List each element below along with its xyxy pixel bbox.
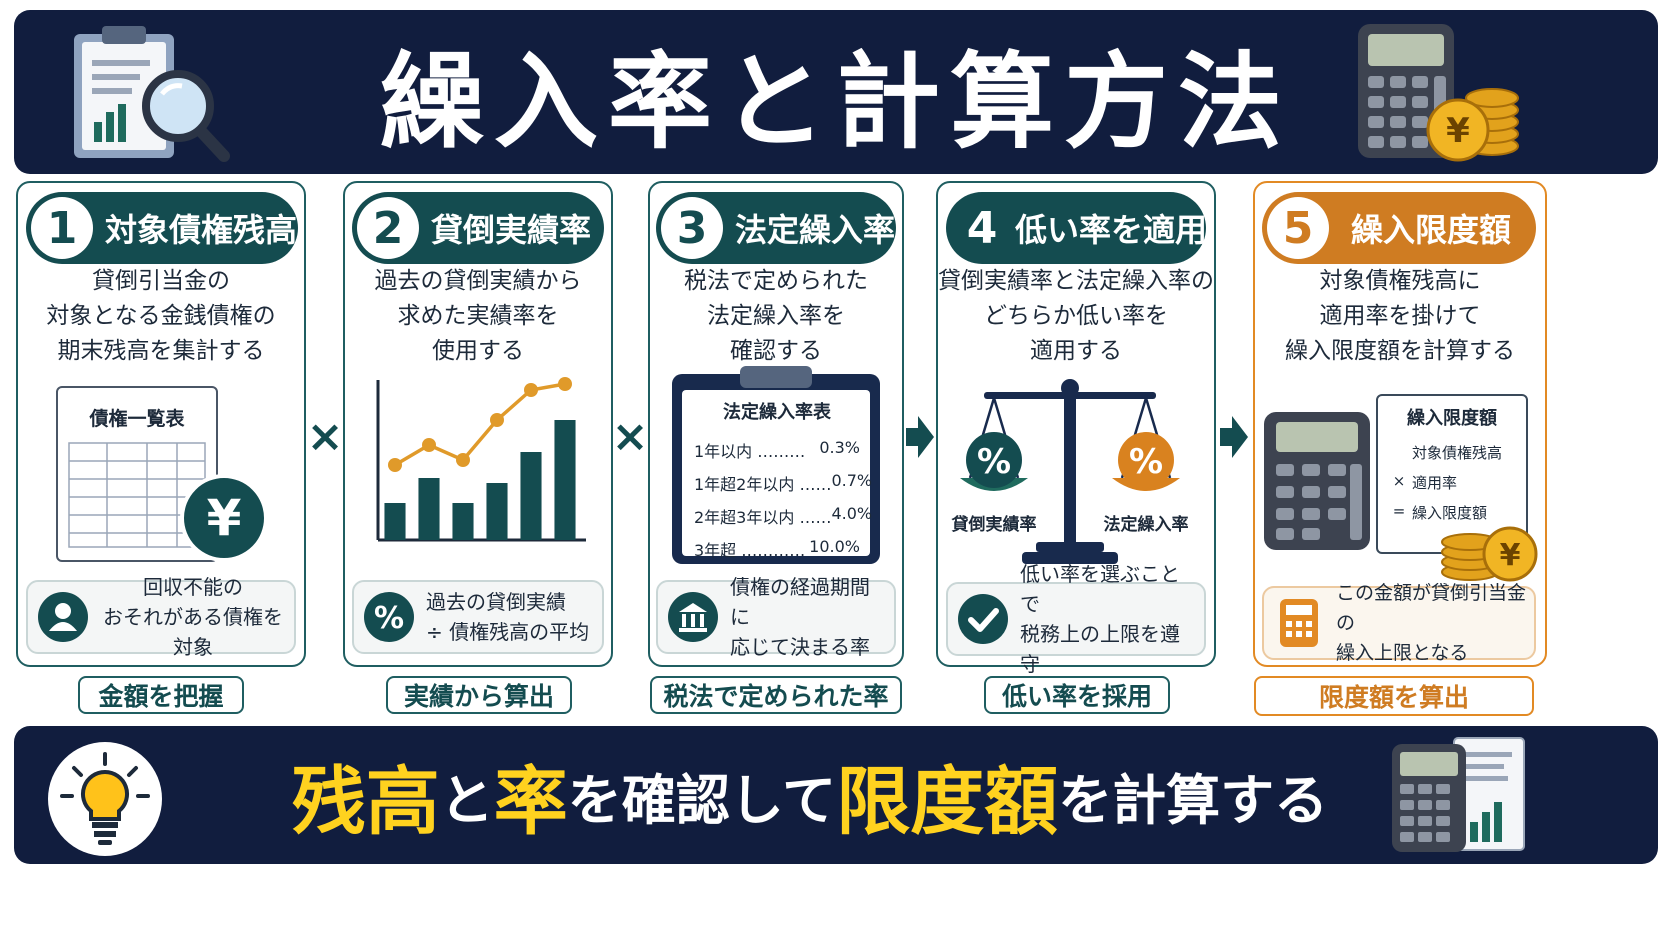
calculator-icon: [1264, 412, 1370, 550]
balance-scale-illustration: % %: [960, 379, 1180, 564]
step-pill-1: 1 対象債権残高: [26, 192, 298, 264]
summary-word: を確認して: [567, 768, 837, 832]
svg-text:%: %: [374, 601, 404, 636]
step-tag-3: 税法で定められた率: [650, 676, 902, 714]
lightbulb-icon: [48, 742, 162, 856]
chart-bar: [384, 503, 406, 540]
svg-text:¥: ¥: [1500, 538, 1521, 573]
step-note-3: 債権の経過期間に応じて決まる率: [656, 575, 896, 659]
step-tag-4: 低い率を採用: [984, 676, 1170, 714]
page-title: 繰入率と計算方法: [379, 40, 1292, 163]
arrow-right-icon: [1220, 416, 1248, 458]
step-tag-5: 限度額を算出: [1254, 676, 1534, 716]
step-desc-4: 貸倒実績率と法定繰入率のどちらか低い率を適用する: [938, 268, 1214, 364]
scale-label-right: 法定繰入率: [1098, 510, 1194, 535]
summary-highlight: 限度額: [836, 758, 1059, 845]
rate-row: 1年以内 ………0.3%: [694, 438, 860, 461]
rate-table: 法定繰入率表 1年以内 ………0.3% 1年超2年以内 ……0.7% 2年超3年…: [682, 390, 873, 560]
percent-symbol-left: %: [977, 442, 1011, 482]
summary-highlight: 残高: [291, 758, 440, 845]
yen-symbol: ¥: [1446, 111, 1470, 151]
summary-highlight: 率: [493, 758, 568, 845]
rate-row: 1年超2年以内 ……0.7%: [694, 471, 873, 494]
chart-point: [524, 383, 538, 397]
step-number-1: 1: [31, 197, 93, 259]
chart-point: [422, 438, 436, 452]
loss-history-chart: [376, 377, 586, 542]
step-label-5: 繰入限度額: [1351, 211, 1512, 249]
step-number-2: 2: [357, 197, 419, 259]
limit-doc-row: ×適用率: [1392, 472, 1458, 492]
step-number-3: 3: [661, 197, 723, 259]
limit-calc-doc: 繰入限度額 対象債権残高 ×適用率 =繰入限度額: [1376, 394, 1528, 554]
calculator-report-icon: [1392, 737, 1525, 852]
summary-banner: [14, 726, 1658, 864]
arrow-right-icon: [906, 416, 934, 458]
step-number-4: 4: [966, 202, 998, 254]
clipboard-magnifier-icon: [74, 26, 230, 162]
person-icon: [36, 590, 90, 644]
step-desc-5: 対象債権残高に適用率を掛けて繰入限度額を計算する: [1285, 268, 1515, 364]
step-note-5: この金額が貸倒引当金の繰入上限となる: [1262, 582, 1536, 664]
percent-symbol-right: %: [1129, 442, 1163, 482]
chart-bar: [418, 478, 440, 540]
bank-building-icon: [666, 590, 720, 644]
summary-text: 残高と率を確認して限度額を計算する: [220, 733, 1400, 857]
calculator-coins-icon: ¥: [1358, 24, 1519, 162]
check-icon: [956, 592, 1010, 646]
percent-icon: %: [362, 590, 416, 644]
limit-doc-row: 対象債権残高: [1412, 444, 1503, 462]
summary-word: を計算する: [1058, 768, 1329, 832]
step-label-4: 低い率を適用: [1015, 211, 1208, 249]
step-number-5: 5: [1267, 197, 1329, 259]
step-pill-5: 5 繰入限度額: [1262, 192, 1536, 264]
step-label-3: 法定繰入率: [735, 211, 896, 249]
step-desc-1: 貸倒引当金の対象となる金銭債権の期末残高を集計する: [46, 268, 276, 364]
list-grid: [68, 442, 206, 548]
chart-bar: [554, 420, 576, 540]
calculator-small-icon: [1272, 596, 1326, 650]
step-label-2: 貸倒実績率: [431, 211, 592, 249]
clipboard-clip: [740, 366, 812, 388]
step-desc-2: 過去の貸倒実績から求めた実績率を使用する: [374, 268, 582, 364]
multiply-operator-2: ×: [611, 410, 649, 462]
scale-label-left: 貸倒実績率: [946, 510, 1042, 535]
rate-row: 3年超 …………10.0%: [694, 537, 860, 560]
chart-point: [490, 413, 504, 427]
chart-point: [558, 377, 572, 391]
step-pill-3: 3 法定繰入率: [656, 192, 896, 264]
chart-bar: [520, 452, 542, 540]
yen-coin-icon: ¥: [180, 474, 268, 562]
chart-bar: [486, 483, 508, 540]
step-pill-2: 2 貸倒実績率: [352, 192, 604, 264]
yen-coins-icon: ¥: [1441, 526, 1538, 582]
limit-doc-row: =繰入限度額: [1392, 502, 1488, 522]
rate-row: 2年超3年以内 ……4.0%: [694, 504, 873, 527]
step-note-1: 回収不能のおそれがある債権を対象: [26, 575, 296, 659]
step-note-4: 低い率を選ぶことで税務上の上限を遵守: [946, 562, 1206, 676]
rate-table-title: 法定繰入率表: [723, 402, 831, 423]
chart-point: [456, 453, 470, 467]
step-tag-1: 金額を把握: [78, 676, 244, 714]
receivables-list-title: 債権一覧表: [89, 408, 185, 430]
step-tag-2: 実績から算出: [386, 676, 572, 714]
limit-doc-title: 繰入限度額: [1407, 408, 1497, 429]
chart-point: [388, 458, 402, 472]
chart-bar: [452, 503, 474, 540]
step-note-2: % 過去の貸倒実績÷ 債権残高の平均: [352, 580, 604, 654]
multiply-operator-1: ×: [306, 410, 344, 462]
step-label-1: 対象債権残高: [105, 211, 298, 249]
summary-word: と: [439, 768, 494, 832]
step-desc-3: 税法で定められた法定繰入率を確認する: [684, 268, 868, 364]
step-pill-4: 4 低い率を適用: [946, 192, 1208, 264]
